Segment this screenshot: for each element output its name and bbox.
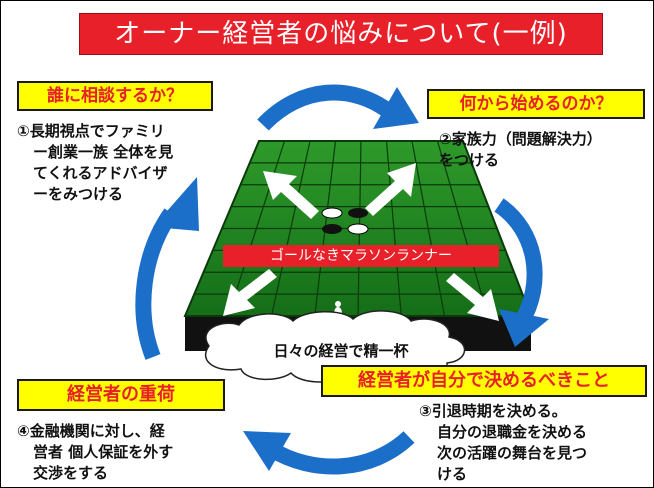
text-line: ①長期視点でファミリ [17, 122, 165, 140]
board-arrow-ne [365, 163, 416, 216]
text-bottom-right: ③引退時期を決める。 自分の退職金を決める 次の活躍の舞台を見つ ける [419, 401, 651, 485]
board-arrow-se [446, 273, 499, 321]
text-top-right: ②家族力（問題解決力） をつける [439, 129, 651, 171]
cycle-arrow-right-head [499, 309, 549, 347]
cycle-arrow-left-head [153, 177, 199, 231]
label-bottom-right: 経営者が自分で決めるべきこと [321, 365, 647, 397]
text-line: 営者 個人保証を外す [33, 443, 174, 461]
cloud-bubble [204, 310, 466, 383]
piece-white [321, 207, 343, 219]
text-line: 自分の退職金を決める [437, 423, 588, 441]
cycle-arrow-bottom [266, 430, 415, 475]
piece-black [348, 208, 368, 218]
text-line: をつける [439, 151, 500, 169]
board-arrow-sw [223, 269, 277, 316]
label-top-right: 何から始めるのか？ [427, 89, 645, 119]
cycle-arrow-left [135, 208, 178, 360]
text-line: ー創業一族 全体を見 [33, 143, 174, 161]
label-bottom-left: 経営者の重荷 [17, 379, 225, 411]
text-line: てくれるアドバイザ [33, 164, 168, 182]
text-line: 次の活躍の舞台を見つ [437, 444, 588, 462]
cycle-arrow-bottom-head [243, 431, 291, 471]
text-bottom-left: ④金融機関に対し、経 営者 個人保証を外す 交渉をする [17, 421, 237, 484]
label-top-left: 誰に相談するか？ [17, 81, 213, 111]
text-line: ける [437, 465, 468, 483]
cycle-arrow-right [494, 198, 543, 328]
text-top-left: ①長期視点でファミリ ー創業一族 全体を見 てくれるアドバイザ ーをみつける [17, 121, 229, 205]
cycle-arrow-top-head [373, 87, 419, 129]
board-arrow-nw [263, 171, 319, 219]
text-line: ③引退時期を決める。 [419, 402, 567, 420]
piece-white [347, 223, 369, 235]
piece-black [322, 224, 342, 234]
text-line: ②家族力（問題解決力） [439, 130, 602, 148]
cycle-arrow-top [257, 84, 396, 131]
text-line: ④金融機関に対し、経 [17, 422, 165, 440]
page-title: オーナー経営者の悩みについて(一例) [79, 13, 603, 55]
cloud-text: 日々の経営で精一杯 [273, 342, 409, 360]
center-label: ゴールなきマラソンランナー [223, 245, 499, 267]
text-line: ーをみつける [33, 185, 124, 203]
text-line: 交渉をする [33, 464, 109, 482]
